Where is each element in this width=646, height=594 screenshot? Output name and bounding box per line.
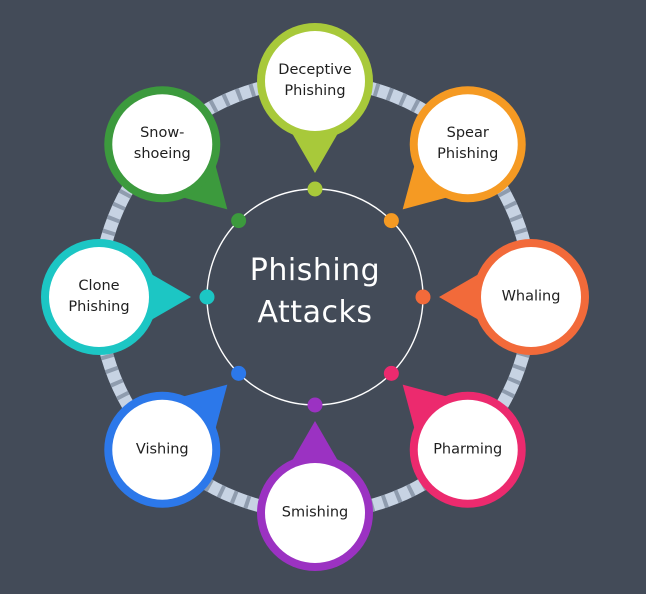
vishing-dot bbox=[231, 365, 247, 381]
center-title-line-2: Attacks bbox=[257, 295, 373, 330]
clone-phishing-label-line-2: Phishing bbox=[68, 299, 130, 315]
pharming-disc bbox=[417, 399, 518, 500]
smishing-dot bbox=[307, 397, 323, 413]
snow-shoeing-label: Snow-shoeing bbox=[112, 123, 212, 165]
spear-phishing-disc bbox=[417, 94, 518, 195]
pharming-dot bbox=[383, 365, 399, 381]
vishing-label-line-1: Vishing bbox=[135, 441, 189, 458]
vishing-label: Vishing bbox=[112, 439, 212, 460]
spear-phishing-label-line-2: Phishing bbox=[437, 146, 499, 163]
deceptive-phishing-label-line-2: Phishing bbox=[284, 83, 346, 99]
smishing-label: Smishing bbox=[265, 503, 365, 524]
whaling-label: Whaling bbox=[481, 287, 581, 308]
spear-phishing-label-line-1: Spear bbox=[446, 125, 489, 142]
clone-phishing-disc bbox=[49, 247, 149, 347]
center-title: Phishing Attacks bbox=[205, 250, 425, 334]
spear-phishing-dot bbox=[383, 213, 399, 229]
deceptive-phishing-disc bbox=[265, 31, 365, 131]
clone-phishing-label-line-1: Clone bbox=[78, 278, 120, 294]
snow-shoeing-dot bbox=[231, 213, 247, 229]
vishing-disc bbox=[112, 399, 213, 500]
center-title-line-1: Phishing bbox=[249, 253, 381, 288]
snow-shoeing-label-line-2: shoeing bbox=[133, 146, 191, 163]
pharming-label-line-1: Pharming bbox=[433, 441, 503, 458]
smishing-label-line-1: Smishing bbox=[281, 504, 349, 521]
snow-shoeing-disc bbox=[112, 94, 213, 195]
smishing-disc bbox=[265, 463, 365, 563]
whaling-label-line-1: Whaling bbox=[501, 288, 561, 305]
pharming-label: Pharming bbox=[418, 439, 518, 460]
whaling-dot bbox=[415, 289, 431, 305]
deceptive-phishing-label-line-1: Deceptive bbox=[278, 62, 352, 78]
deceptive-phishing-dot bbox=[307, 181, 323, 197]
snow-shoeing-label-line-1: Snow- bbox=[140, 125, 185, 142]
whaling-disc bbox=[481, 247, 581, 347]
clone-phishing-dot bbox=[199, 289, 215, 305]
